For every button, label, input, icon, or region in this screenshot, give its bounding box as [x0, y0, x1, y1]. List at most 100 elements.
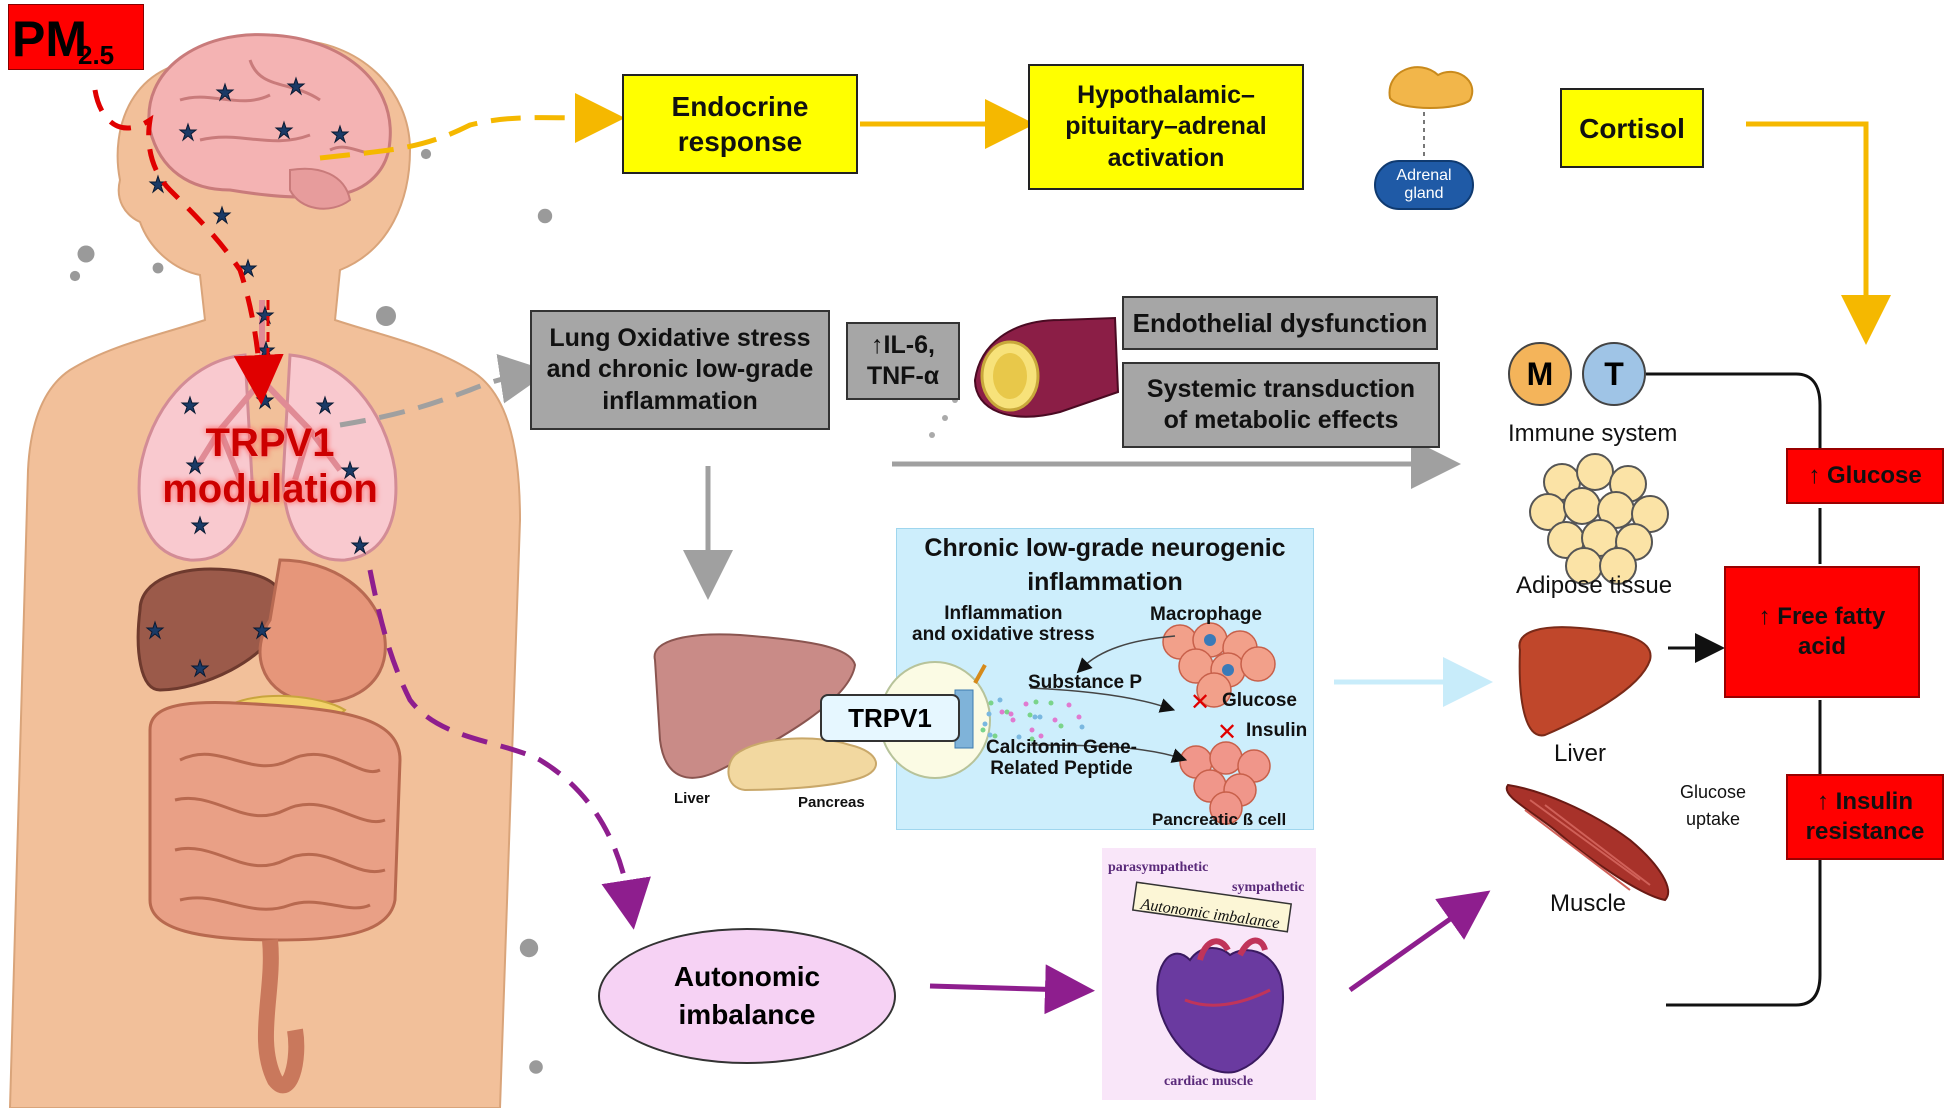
particle-star: [180, 395, 200, 415]
particle-star: [178, 122, 198, 142]
cgrp-line2: Related Peptide: [990, 757, 1133, 779]
peptide-dot: [1058, 723, 1064, 729]
cgrp-arrow: [1027, 744, 1188, 763]
t-cell-circle-icon: T: [1582, 342, 1646, 406]
particle-star: [255, 305, 275, 325]
brain-to-endocrine-arrow: [319, 92, 625, 161]
peptide-dot: [1066, 702, 1072, 708]
glucose-uptake-line1: Glucose: [1680, 782, 1747, 802]
trpv1-modulation-line1: TRPV1: [205, 421, 335, 465]
neurogenic-title-line1: Chronic low-grade neurogenic: [924, 534, 1286, 562]
peptide-dot: [987, 732, 993, 738]
peptide-dot: [1052, 717, 1058, 723]
peptide-dot: [982, 721, 988, 727]
cytokines-line2: TNF-α: [866, 362, 940, 390]
peptide-dot: [1016, 734, 1022, 740]
systemic-line1: Systemic transduction: [1146, 374, 1416, 403]
peptide-dot: [1033, 699, 1039, 705]
inflammation-arrow: [1076, 635, 1176, 674]
immune-system-label: Immune system: [1508, 420, 1678, 447]
insulin-label: Insulin: [1246, 720, 1308, 741]
cytokines-line1: ↑IL-6,: [871, 330, 935, 359]
adrenal-line1: Adrenal: [1396, 167, 1452, 185]
macrophage-circle-icon: M: [1508, 342, 1572, 406]
hpa-line3: activation: [1107, 143, 1225, 172]
adipose-cell: [1563, 487, 1601, 525]
peptide-dot: [1038, 733, 1044, 739]
panel-pancreas-icon: [727, 737, 877, 792]
pm25-label: PM: [12, 11, 87, 67]
particle-dot: [152, 262, 164, 274]
peptide-dot: [986, 711, 992, 717]
peptide-dot: [988, 700, 994, 706]
substance-p-label: Substance P: [1028, 672, 1143, 693]
lung-line2: and chronic low-grade: [546, 355, 814, 384]
human-body: [8, 33, 522, 1108]
peptide-dot: [1032, 714, 1038, 720]
particle-star: [238, 258, 258, 278]
substance-p-arrow: [1029, 687, 1176, 713]
lung-line1: Lung Oxidative stress: [549, 324, 811, 353]
pancreatic-beta-cell-label: Pancreatic ß cell: [1152, 810, 1287, 829]
particle-dot: [537, 208, 553, 224]
endocrine-line2: response: [677, 126, 803, 157]
peptide-dot: [980, 727, 986, 733]
peptide-dot: [1008, 711, 1014, 717]
glucose-uptake-label: Glucose uptake: [1680, 782, 1746, 830]
heart-to-muscle-arrow: [1348, 890, 1491, 993]
neurogenic-title: Chronic low-grade neurogenic inflammatio…: [896, 532, 1314, 600]
hpa-activation-box: Hypothalamic– pituitary–adrenal activati…: [1028, 64, 1304, 190]
peptide-dot: [1004, 709, 1010, 715]
macrophage-cell: [1196, 672, 1232, 708]
hpa-line2: pituitary–adrenal: [1065, 112, 1267, 141]
endocrine-response-box: Endocrine response: [622, 74, 858, 174]
blood-vessel-icon: [929, 316, 1120, 438]
particle-dot: [519, 938, 539, 958]
particle-star: [145, 620, 165, 640]
particle-star: [274, 120, 294, 140]
immune-bracket-line: [1646, 372, 1822, 450]
particle-star: [190, 515, 210, 535]
cortisol-box: Cortisol: [1560, 88, 1704, 168]
hpa-line1: Hypothalamic–: [1077, 81, 1255, 110]
trpv1-receptor-box: TRPV1: [820, 694, 960, 742]
particle-dot: [77, 245, 95, 263]
sympathetic-label: sympathetic: [1232, 880, 1305, 895]
macrophage-label: Macrophage: [1150, 604, 1262, 625]
panel-liver-label: Liver: [674, 790, 710, 807]
inflammation-oxidative-label: Inflammation and oxidative stress: [912, 603, 1095, 646]
insulin-res-line2: resistance: [1805, 818, 1925, 845]
autonomic-banner: [1131, 881, 1293, 933]
lung-oxidative-stress-box: Lung Oxidative stress and chronic low-gr…: [530, 310, 830, 430]
adipose-cell: [1599, 547, 1637, 585]
endothelial-dysfunction-box: Endothelial dysfunction: [1122, 296, 1438, 350]
particle-star: [212, 205, 232, 225]
glucose-label: Glucose: [1222, 690, 1297, 711]
lung-to-stress-arrow: [339, 353, 550, 428]
particle-star: [190, 658, 210, 678]
peptide-dot: [1027, 712, 1033, 718]
systemic-transduction-box: Systemic transduction of metabolic effec…: [1122, 362, 1440, 448]
peptide-dot: [997, 697, 1003, 703]
inhalation-path-arrow: [92, 89, 284, 405]
ffa-line1: ↑ Free fatty: [1758, 603, 1886, 630]
cgrp-line1: Calcitonin Gene-: [986, 737, 1137, 758]
autonomic-to-heart-arrow: [929, 964, 1095, 1015]
gut-to-autonomic-arrow: [367, 569, 651, 930]
muscle-fibers: [1524, 799, 1651, 891]
peptide-dot: [1029, 736, 1035, 742]
glucose-uptake-line2: uptake: [1686, 809, 1741, 829]
cortisol-down-arrow: [1746, 121, 1891, 345]
peptide-dot: [1029, 727, 1035, 733]
inflammation-line2: and oxidative stress: [912, 623, 1095, 645]
pm25-badge: [8, 4, 144, 70]
peptide-dot: [1048, 700, 1054, 706]
systemic-line2: of metabolic effects: [1163, 406, 1399, 434]
cytokines-box: ↑IL-6, TNF-α: [846, 322, 960, 400]
peptide-dot: [992, 733, 998, 739]
peptide-dot: [1010, 717, 1016, 723]
liver-icon: [1518, 626, 1652, 737]
neurogenic-title-line2: inflammation: [1027, 567, 1183, 596]
peptide-dot: [1076, 714, 1082, 720]
